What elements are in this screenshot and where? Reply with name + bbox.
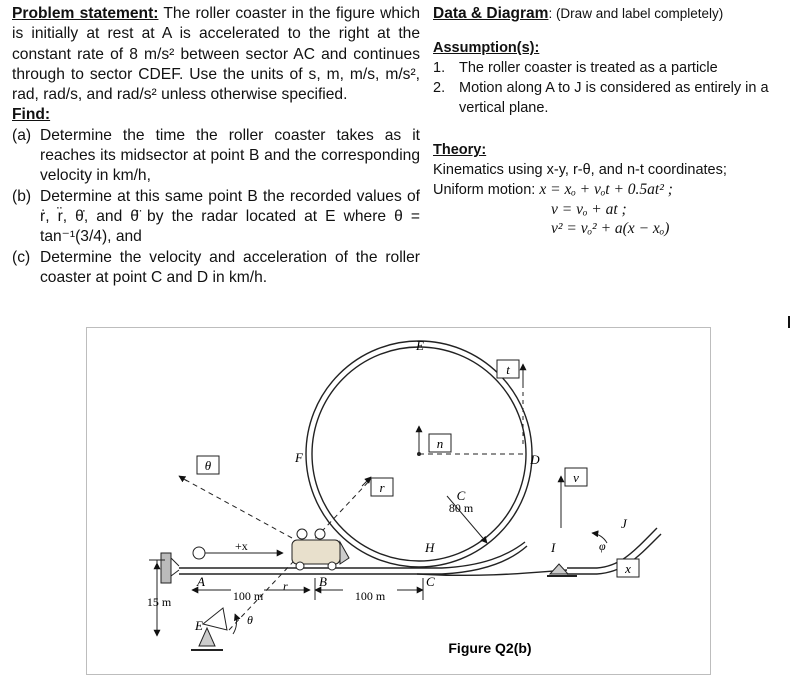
assumption-item: 2. Motion along A to J is considered as … [433, 78, 791, 118]
point-e-radar: E [194, 618, 203, 633]
point-f: F [294, 450, 304, 465]
assumptions-heading: Assumption(s): [433, 40, 540, 56]
phi-arc [591, 530, 608, 544]
origin-marker [192, 546, 206, 560]
data-column: Data & Diagram: (Draw and label complete… [433, 4, 791, 238]
point-h: H [424, 540, 435, 555]
radar-line-r [228, 477, 373, 631]
center-c: C [457, 488, 466, 503]
find-item-c: (c) Determine the velocity and accelerat… [12, 248, 420, 289]
find-item-a: (a) Determine the time the roller coaste… [12, 126, 420, 187]
theory-line: Kinematics using x-y, r-θ, and n-t coord… [433, 162, 727, 178]
point-j: J [621, 516, 628, 531]
box-r-label: r [379, 480, 385, 495]
find-item-label: (b) [12, 187, 32, 205]
theta-arc-label: θ [247, 613, 253, 627]
text-cursor [788, 316, 790, 328]
find-item-b: (b) Determine at this same point B the r… [12, 187, 420, 248]
box-theta-label: θ [205, 458, 212, 473]
data-diagram-heading: Data & Diagram [433, 5, 549, 22]
left-wall-support [160, 552, 180, 584]
find-item-text: Determine at this same point B the recor… [40, 187, 420, 246]
point-e-top: E [415, 338, 424, 353]
radius-arrow [446, 495, 488, 544]
radar-line-theta [181, 477, 293, 539]
radar-station [191, 607, 241, 651]
problem-heading: Problem statement: [12, 5, 159, 22]
assumption-text: The roller coaster is treated as a parti… [459, 60, 718, 76]
equation-velocity-squared: v² = vₒ² + a(x − xₒ) [551, 220, 670, 237]
radius-label: 80 m [449, 501, 474, 515]
assumption-item: 1. The roller coaster is treated as a pa… [433, 58, 791, 78]
ground-track [179, 527, 662, 577]
problem-column: Problem statement: The roller coaster in… [12, 4, 420, 288]
right-support [547, 563, 577, 577]
theory-uniform-label: Uniform motion: [433, 182, 540, 198]
find-item-label: (c) [12, 248, 31, 266]
theory-heading: Theory: [433, 142, 487, 158]
figure-caption: Figure Q2(b) [448, 640, 531, 656]
roller-coaster-car [291, 528, 350, 571]
data-diagram-line: Data & Diagram: (Draw and label complete… [433, 4, 791, 24]
r-dimension-label: r [283, 579, 288, 593]
box-n-label: n [437, 436, 444, 451]
find-item-text: Determine the velocity and acceleration … [40, 248, 420, 286]
equation-position: x = xₒ + vₒt + 0.5at² ; [539, 181, 673, 198]
problem-statement: Problem statement: The roller coaster in… [12, 4, 420, 105]
label-boxes [196, 359, 640, 578]
box-t-label: t [506, 362, 510, 377]
point-b: B [319, 574, 327, 589]
track-loop [305, 340, 533, 568]
data-diagram-note: : (Draw and label completely) [548, 6, 724, 21]
phi-label: φ [599, 539, 606, 553]
equation-velocity: v = vₒ + at ; [551, 201, 627, 218]
point-c-bottom: C [426, 574, 435, 589]
assumption-number: 2. [433, 80, 446, 96]
point-a: A [196, 574, 205, 589]
point-i: I [550, 540, 556, 555]
positive-x-label: +x [235, 539, 248, 553]
find-heading: Find: [12, 106, 51, 124]
height-label: 15 m [147, 595, 172, 609]
assumption-number: 1. [433, 60, 446, 76]
roller-coaster-diagram: θ r n t v x E F D C 80 m H I J A B C E +… [147, 338, 662, 656]
theory-uniform-line: Uniform motion: x = xₒ + vₒt + 0.5at² ; [433, 180, 791, 200]
point-d: D [529, 452, 540, 467]
find-item-text: Determine the time the roller coaster ta… [40, 126, 420, 185]
box-v-label: v [573, 470, 579, 485]
dim-right-label: 100 m [355, 589, 386, 603]
problem-text: The roller coaster in the figure which i… [12, 5, 420, 104]
find-item-label: (a) [12, 126, 32, 144]
figure-frame: θ r n t v x E F D C 80 m H I J A B C E +… [86, 327, 711, 675]
assumption-text: Motion along A to J is considered as ent… [459, 80, 769, 116]
box-x-label: x [624, 561, 631, 576]
dim-left-label: 100 m [233, 589, 264, 603]
dimension-lines [149, 559, 424, 637]
